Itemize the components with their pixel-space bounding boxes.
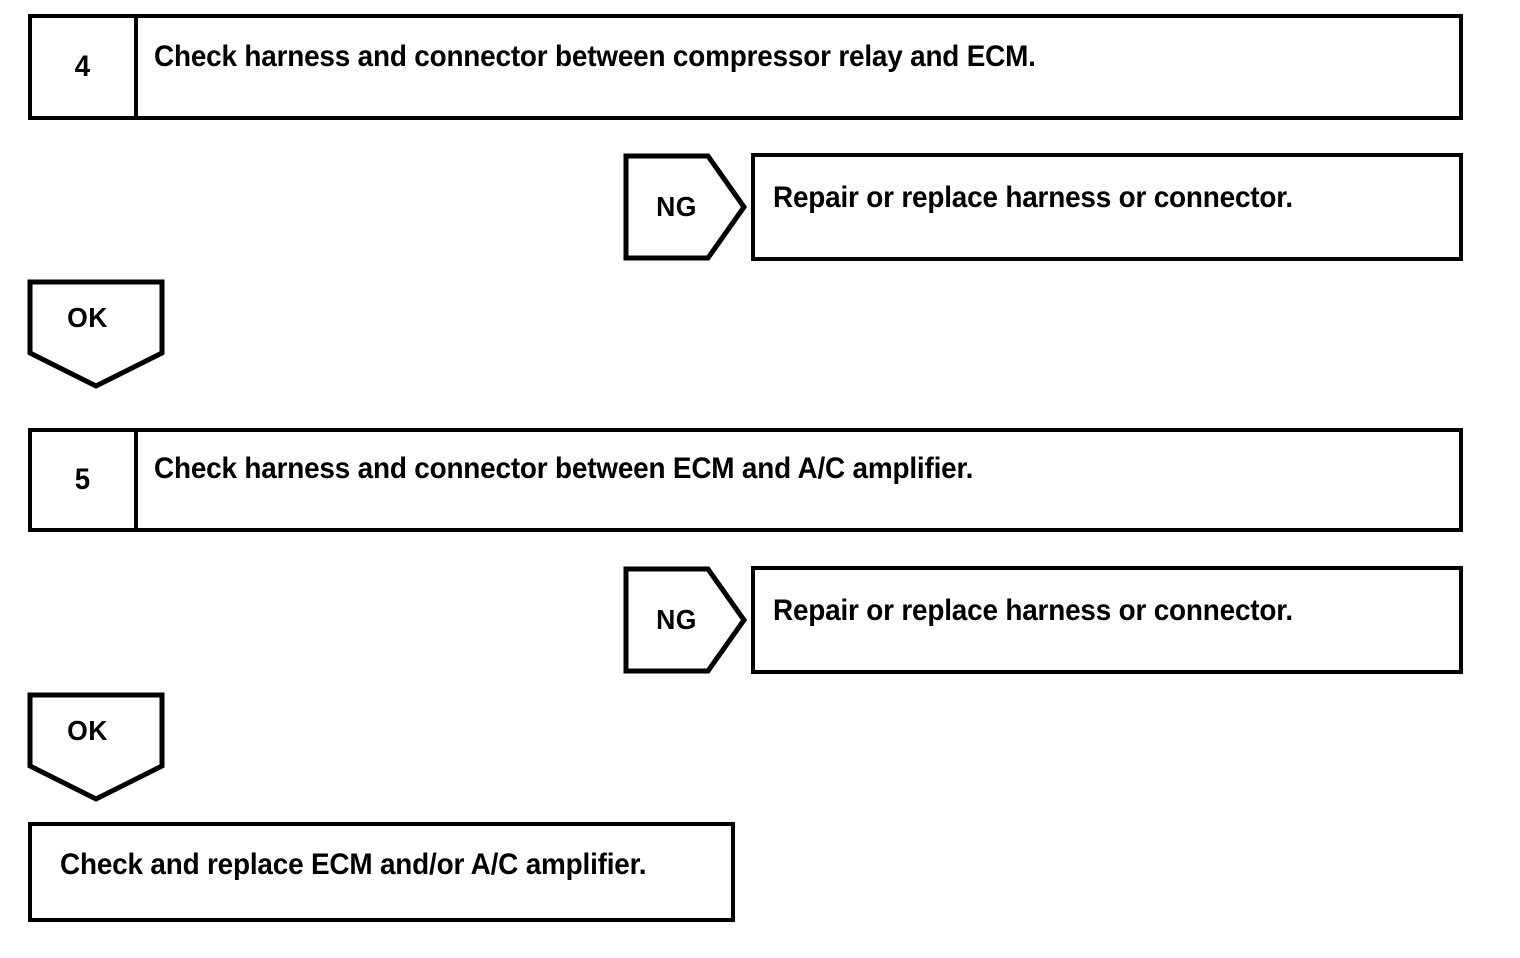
step-number-cell-5: 5 [32, 432, 138, 528]
ng-pentagon-shape-5 [623, 566, 747, 674]
ng-arrow-label-5: NG [656, 604, 697, 635]
ok-arrow-4[interactable]: OK [26, 278, 166, 390]
step-number-cell-4: 4 [32, 18, 138, 116]
step-box-5[interactable]: 5 Check harness and connector between EC… [28, 428, 1463, 532]
ng-result-text-4: Repair or replace harness or connector. [773, 181, 1293, 214]
conclusion-box[interactable]: Check and replace ECM and/or A/C amplifi… [28, 822, 735, 922]
step-instruction-5: Check harness and connector between ECM … [154, 452, 974, 485]
ng-result-box-4[interactable]: Repair or replace harness or connector. [751, 153, 1463, 261]
ok-pentagon-shape-5 [27, 692, 165, 802]
conclusion-text: Check and replace ECM and/or A/C amplifi… [60, 848, 647, 881]
ng-pentagon-shape-4 [623, 153, 747, 261]
ok-arrow-5[interactable]: OK [26, 691, 166, 803]
ok-arrow-label-4: OK [67, 302, 108, 333]
ng-result-text-5: Repair or replace harness or connector. [773, 594, 1293, 627]
ng-arrow-5[interactable]: NG [623, 566, 747, 674]
ok-arrow-label-5: OK [67, 715, 108, 746]
step-instruction-4: Check harness and connector between comp… [154, 40, 1036, 73]
ng-arrow-4[interactable]: NG [623, 153, 747, 261]
ng-result-box-5[interactable]: Repair or replace harness or connector. [751, 566, 1463, 674]
ng-arrow-label-4: NG [656, 191, 697, 222]
step-box-4[interactable]: 4 Check harness and connector between co… [28, 14, 1463, 120]
step-number-4: 4 [75, 50, 91, 83]
step-number-5: 5 [75, 463, 91, 496]
ok-pentagon-shape-4 [27, 279, 165, 389]
